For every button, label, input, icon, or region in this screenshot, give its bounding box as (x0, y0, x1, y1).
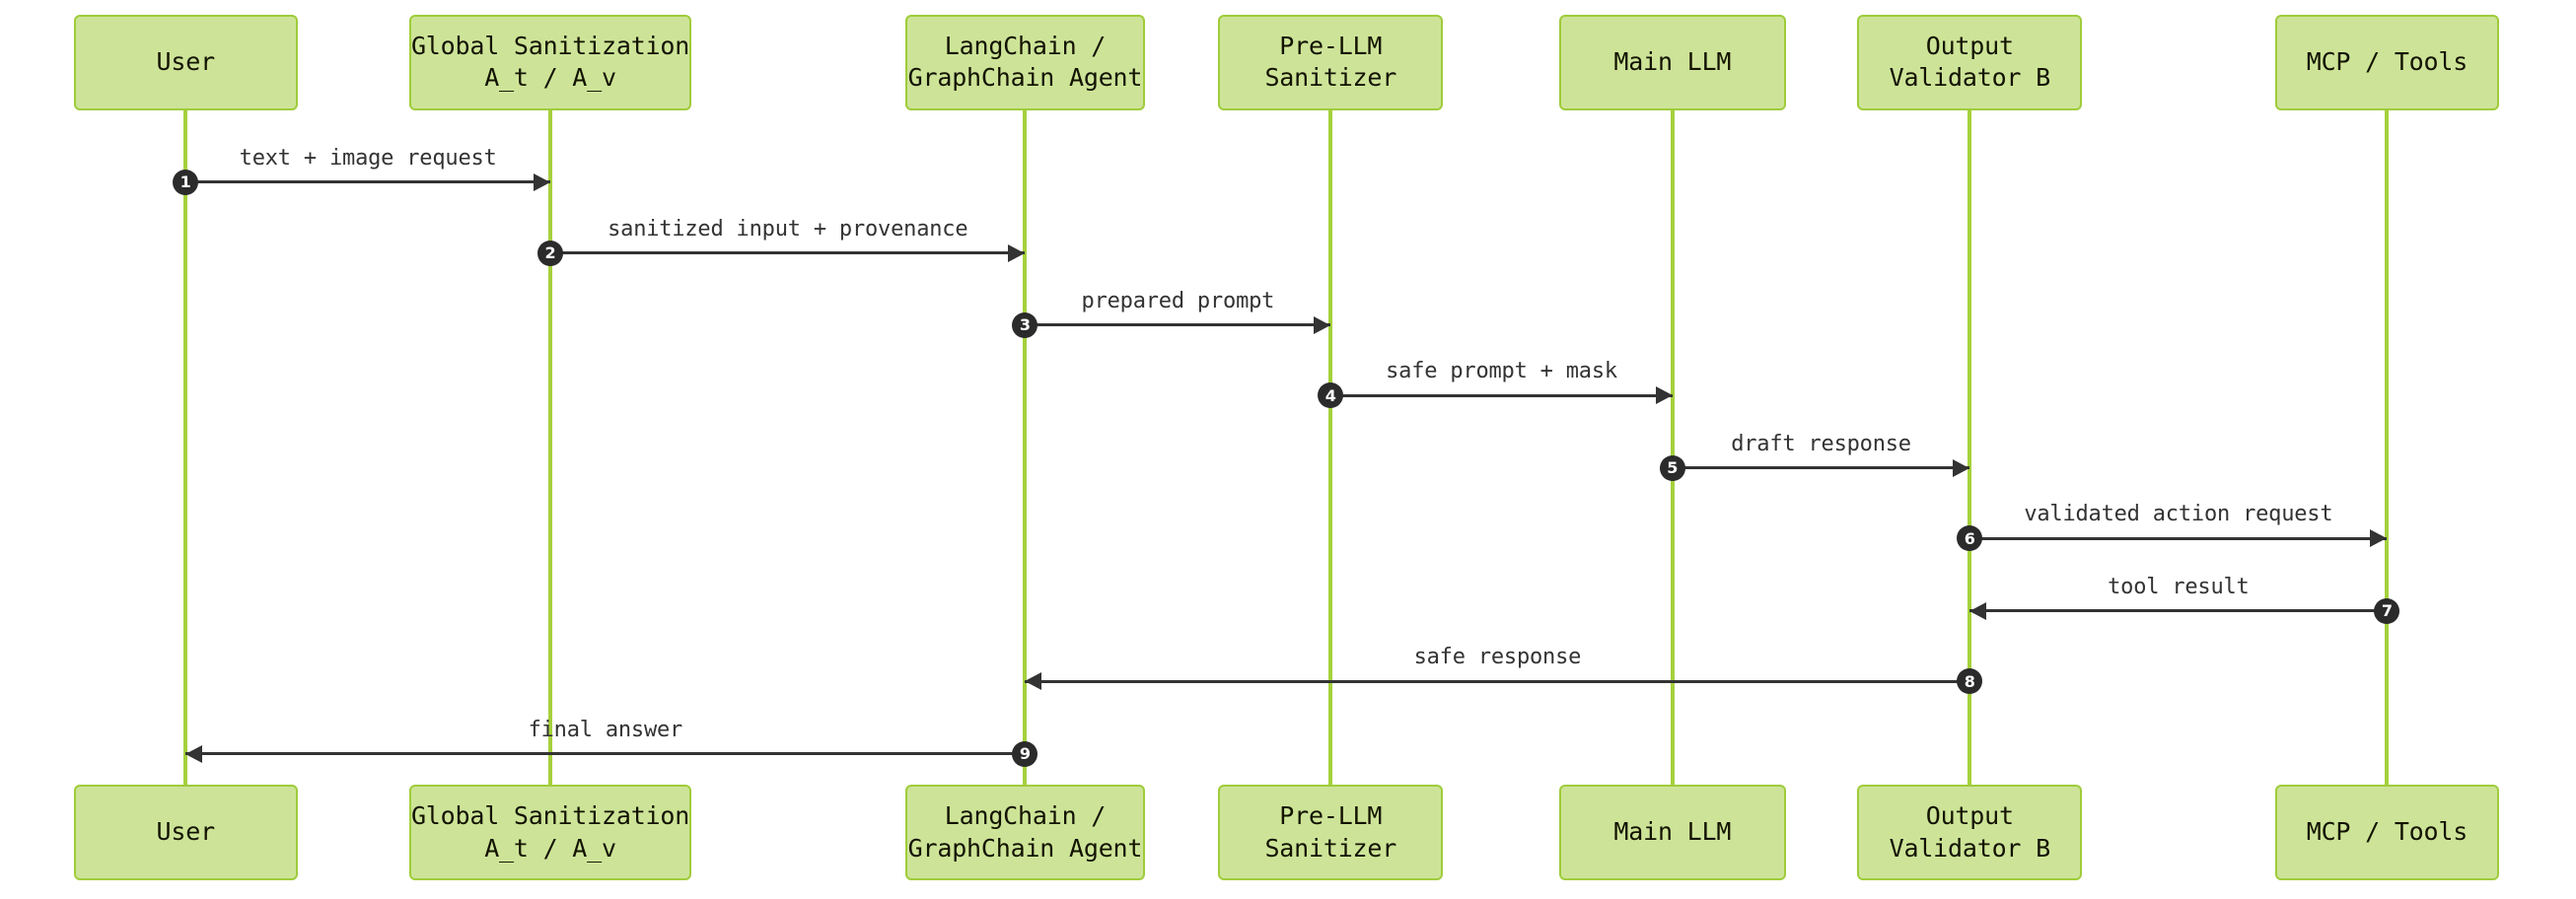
message-label-8: safe response (1413, 645, 1582, 670)
message-label-3: prepared prompt (1081, 288, 1275, 313)
message-arrowhead-4 (1655, 386, 1673, 405)
message-arrowhead-2 (1008, 243, 1026, 262)
message-line-7 (1969, 609, 2388, 613)
lifeline-validator (1968, 109, 1972, 786)
message-line-6 (1969, 536, 2388, 540)
sequence-number-2: 2 (537, 240, 564, 266)
participant-user-top[interactable]: User (73, 14, 298, 110)
sequence-number-7: 7 (2374, 597, 2400, 624)
message-line-9 (185, 752, 1026, 756)
message-arrowhead-1 (534, 173, 551, 191)
lifeline-mcp (2385, 109, 2390, 786)
sequence-number-8: 8 (1957, 668, 1983, 695)
message-arrowhead-8 (1025, 672, 1042, 691)
participant-mainllm-bottom[interactable]: Main LLM (1558, 785, 1786, 880)
message-label-4: safe prompt + mask (1386, 359, 1617, 384)
message-arrowhead-3 (1314, 315, 1331, 334)
participant-validator-top[interactable]: Output Validator B (1857, 14, 2083, 110)
participant-mainllm-top[interactable]: Main LLM (1558, 14, 1786, 110)
message-line-4 (1330, 393, 1673, 397)
lifeline-global (548, 109, 553, 786)
participant-presan-bottom[interactable]: Pre-LLM Sanitizer (1218, 785, 1444, 880)
participant-mcp-bottom[interactable]: MCP / Tools (2275, 785, 2499, 880)
sequence-number-5: 5 (1659, 454, 1685, 481)
sequence-number-1: 1 (173, 169, 199, 195)
participant-global-top[interactable]: Global Sanitization A_t / A_v (408, 14, 692, 110)
sequence-number-4: 4 (1318, 382, 1344, 409)
message-label-7: tool result (2108, 574, 2250, 599)
message-arrowhead-7 (1969, 601, 1987, 620)
message-line-3 (1025, 323, 1331, 327)
message-label-1: text + image request (239, 145, 497, 171)
message-arrowhead-6 (2370, 529, 2388, 548)
participant-agent-bottom[interactable]: LangChain / GraphChain Agent (904, 785, 1146, 880)
message-label-6: validated action request (2024, 502, 2333, 527)
lifeline-agent (1023, 109, 1028, 786)
message-arrowhead-9 (185, 744, 203, 763)
lifeline-mainllm (1670, 109, 1675, 786)
message-line-8 (1025, 679, 1970, 683)
participant-validator-bottom[interactable]: Output Validator B (1857, 785, 2083, 880)
participant-agent-top[interactable]: LangChain / GraphChain Agent (904, 14, 1146, 110)
message-line-5 (1672, 466, 1970, 470)
message-label-5: draft response (1731, 431, 1911, 456)
participant-mcp-top[interactable]: MCP / Tools (2275, 14, 2499, 110)
participant-global-bottom[interactable]: Global Sanitization A_t / A_v (408, 785, 692, 880)
message-line-2 (550, 251, 1026, 255)
sequence-number-9: 9 (1012, 740, 1038, 767)
message-arrowhead-5 (1953, 458, 1970, 477)
message-line-1 (185, 180, 551, 184)
sequence-number-3: 3 (1012, 311, 1038, 338)
lifeline-presan (1328, 109, 1333, 786)
lifeline-user (183, 109, 188, 786)
message-label-9: final answer (528, 717, 683, 742)
participant-user-bottom[interactable]: User (73, 785, 298, 880)
message-label-2: sanitized input + provenance (608, 216, 968, 242)
participant-presan-top[interactable]: Pre-LLM Sanitizer (1218, 14, 1444, 110)
sequence-number-6: 6 (1957, 525, 1983, 552)
